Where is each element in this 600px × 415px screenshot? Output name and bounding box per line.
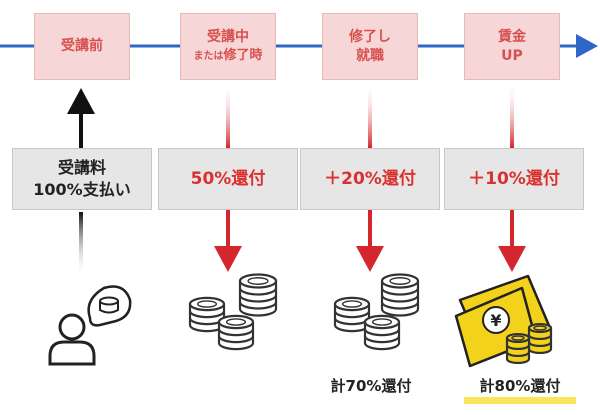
connector-stage-4 — [510, 80, 514, 148]
black-arrow-up — [67, 88, 95, 278]
refund-label: ＋10%還付 — [468, 168, 560, 189]
stage-label: 賃金 — [498, 28, 526, 45]
coin-stack-icon — [333, 273, 420, 351]
coin-rim — [341, 300, 363, 308]
coin-top — [217, 314, 255, 330]
coin-rim — [247, 277, 269, 285]
stage-label-2: UP — [501, 47, 523, 64]
coin-rim — [533, 325, 547, 331]
stage-box-employed: 修了し 就職 — [322, 13, 418, 80]
person-speech-coin-icon — [48, 285, 132, 366]
coin-top — [333, 296, 371, 312]
coin-stack-icon — [505, 322, 553, 365]
coin-top — [527, 322, 553, 334]
total-highlight — [464, 397, 576, 404]
coin-top — [380, 273, 420, 289]
coin-top — [505, 332, 531, 344]
stage-label: 受講中 — [207, 29, 249, 46]
stage-box-wage-up: 賃金 UP — [464, 13, 560, 80]
stage-label-small: または — [193, 51, 224, 63]
coin-rim — [511, 335, 525, 341]
refund-label: ＋20%還付 — [324, 168, 416, 189]
stage-label-2: 就職 — [356, 47, 384, 64]
stage-box-during: 受講中 または修了時 — [180, 13, 276, 80]
payment-amount: 100%支払い — [33, 180, 131, 199]
timeline-arrowhead — [576, 34, 598, 58]
stage-label-2: 修了時 — [223, 48, 263, 64]
total-80: 計80%還付 — [479, 376, 561, 395]
stage-label: 受講前 — [61, 38, 103, 55]
connector-stage-2 — [226, 80, 230, 148]
coin-stack-icon — [188, 273, 278, 351]
stage-box-before: 受講前 — [34, 13, 130, 80]
connector-stage-3 — [368, 80, 372, 148]
total-70: 計70%還付 — [330, 376, 412, 395]
coin-top — [188, 296, 226, 312]
refund-box-20: ＋20%還付 — [300, 148, 440, 210]
refund-label: 50%還付 — [190, 168, 266, 189]
red-arrow-2 — [356, 210, 384, 272]
yen-symbol: ¥ — [490, 311, 501, 330]
stage-label: 修了し — [349, 28, 391, 45]
red-arrow-1 — [214, 210, 242, 272]
coin-top — [363, 314, 401, 330]
refund-box-50: 50%還付 — [158, 148, 298, 210]
coin-rim — [225, 318, 247, 326]
coin-top — [238, 273, 278, 289]
payment-label: 受講料 — [57, 158, 106, 178]
payment-box: 受講料 100%支払い — [12, 148, 152, 210]
coin-rim — [389, 277, 411, 285]
coin-rim — [371, 318, 393, 326]
red-arrow-3 — [498, 210, 526, 272]
coin-rim — [196, 300, 218, 308]
refund-box-10: ＋10%還付 — [444, 148, 584, 210]
